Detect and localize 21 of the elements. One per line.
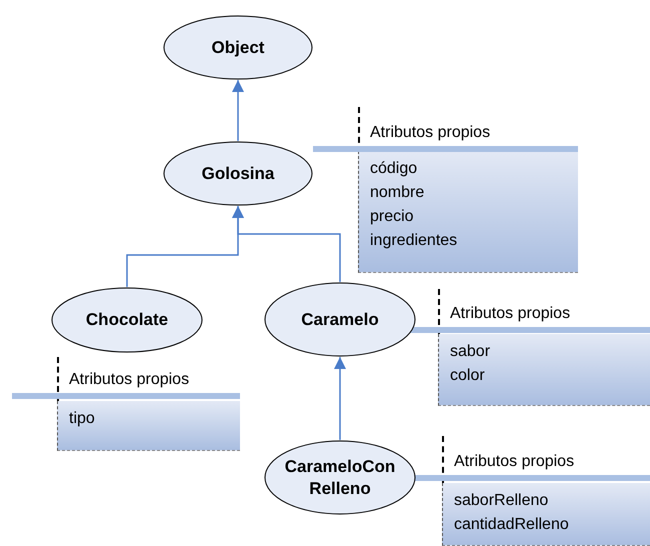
- attribute-name: ingredientes: [370, 231, 458, 251]
- attribute-name: sabor: [450, 342, 490, 362]
- class-name: Caramelo: [300, 308, 380, 330]
- callout-heading: Atributos propios: [370, 123, 490, 143]
- class-name: Object: [210, 36, 266, 58]
- attribute-name: código: [370, 159, 418, 179]
- attribute-name: tipo: [69, 409, 95, 429]
- callout-heading: Atributos propios: [450, 304, 570, 324]
- attribute-name: saborRelleno: [454, 491, 548, 511]
- class-name: CarameloConRelleno: [284, 456, 396, 500]
- inheritance-arrow: [232, 206, 341, 282]
- attribute-name: color: [450, 366, 485, 386]
- attribute-name: precio: [370, 207, 414, 227]
- attribute-name: nombre: [370, 183, 424, 203]
- class-name: Golosina: [200, 162, 276, 184]
- inheritance-arrow: [334, 357, 346, 440]
- class-name: Chocolate: [84, 309, 170, 331]
- attribute-name: cantidadRelleno: [454, 515, 569, 535]
- callout-heading: Atributos propios: [454, 452, 574, 472]
- callout-heading: Atributos propios: [69, 370, 190, 390]
- inheritance-arrow: [232, 80, 244, 141]
